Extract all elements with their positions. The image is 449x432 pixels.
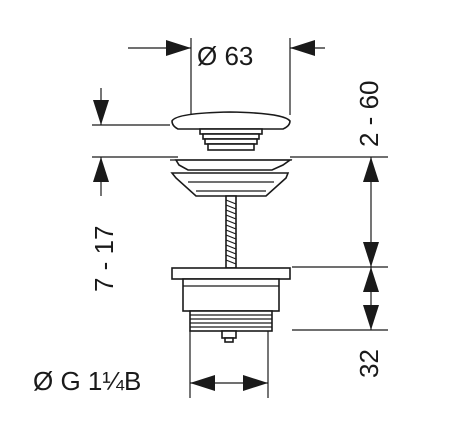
cap-lift-dimension: 2 - 60 [290, 81, 388, 158]
arrow-up-icon [363, 267, 379, 292]
threaded-stem [225, 195, 237, 269]
arrow-down-icon [93, 100, 109, 125]
arrow-up-icon [93, 157, 109, 182]
cap [171, 111, 291, 130]
thread-dimension: Ø G 1¼B [33, 330, 269, 398]
body [182, 278, 280, 312]
arrow-down-icon [363, 305, 379, 330]
threaded-body [189, 310, 273, 332]
height-dimension: 32 [292, 157, 388, 378]
cap-diameter-label: Ø 63 [197, 41, 253, 71]
stem-range-dimension: 7 - 17 [89, 88, 178, 292]
arrow-left-icon [290, 40, 315, 56]
flange [174, 159, 293, 171]
arrow-right-icon [166, 40, 191, 56]
arrow-up-icon [363, 157, 379, 182]
arrow-down-icon [363, 242, 379, 267]
drain-valve [170, 111, 293, 343]
thread-label: Ø G 1¼B [33, 366, 141, 396]
arrow-left-icon [190, 375, 215, 391]
cap-diameter-dimension: Ø 63 [128, 38, 325, 115]
arrow-right-icon [243, 375, 268, 391]
bottom-pin [221, 330, 237, 339]
body-flange [171, 267, 291, 280]
stem-range-label: 7 - 17 [89, 226, 119, 293]
body-height-label: 32 [354, 349, 384, 378]
strainer-cone [170, 172, 290, 197]
cap-lift-label: 2 - 60 [354, 81, 384, 148]
